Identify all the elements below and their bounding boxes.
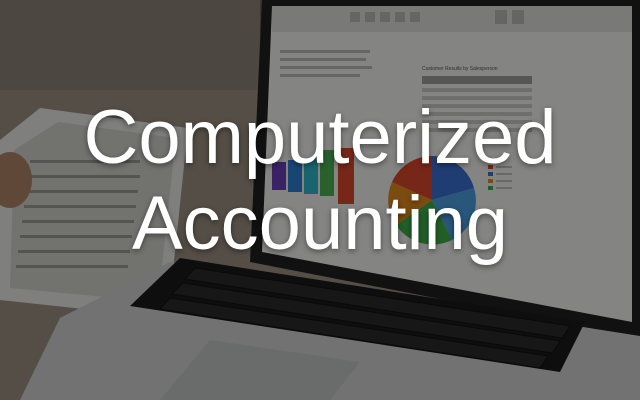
headline: Computerized Accounting [0, 95, 640, 267]
bar-1 [272, 162, 286, 190]
headline-line-1: Computerized [83, 95, 557, 180]
screen-bar-chart [272, 148, 354, 204]
headline-line-2: Accounting [131, 181, 509, 266]
bar-2 [288, 160, 302, 192]
bar-3 [304, 158, 318, 194]
laptop: Customer Results by Salesperson [20, 0, 640, 400]
bar-5 [338, 148, 354, 204]
tablet [0, 108, 188, 318]
screen-chart-title: Customer Results by Salesperson [422, 66, 498, 72]
screen-pie-chart [388, 156, 476, 245]
bar-4 [320, 150, 334, 196]
